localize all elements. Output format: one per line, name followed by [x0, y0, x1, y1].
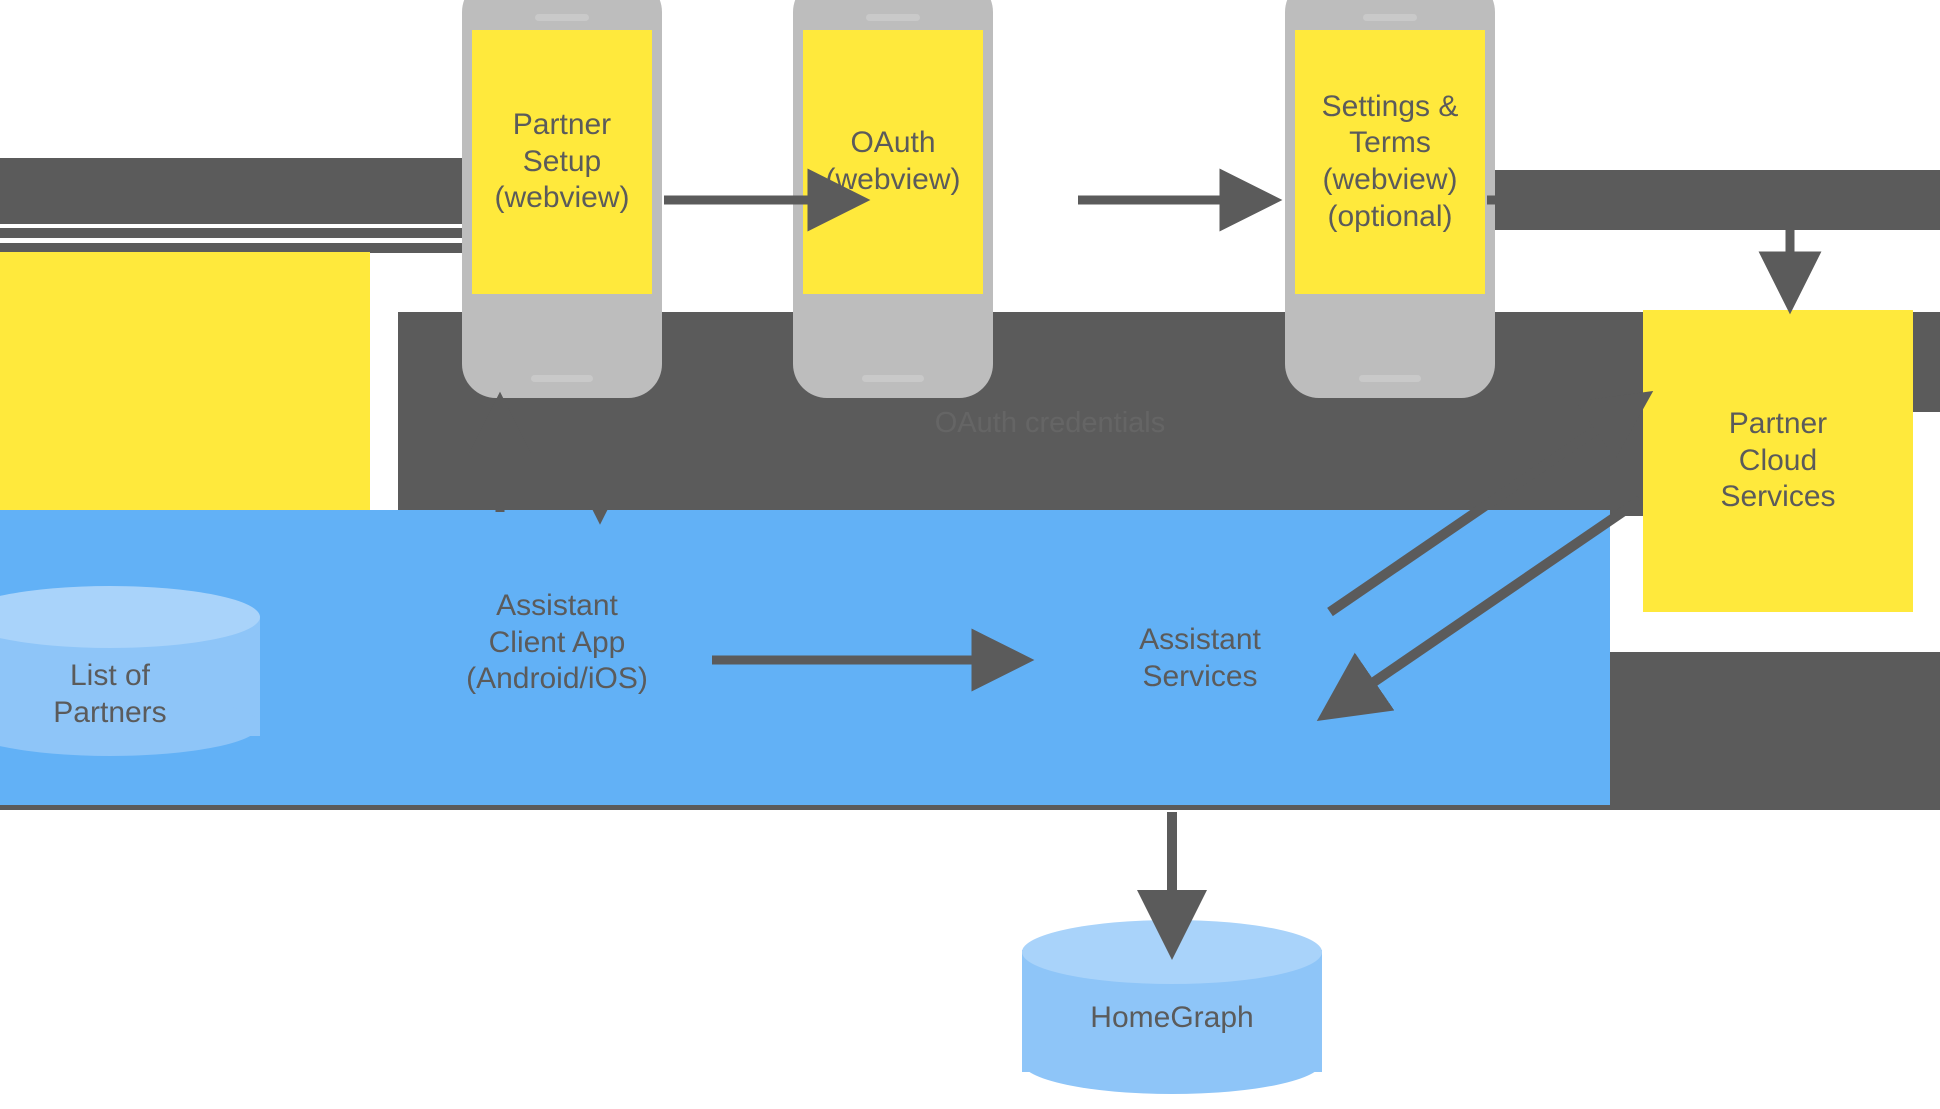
list-of-partners-db: List of Partners — [0, 586, 260, 766]
phone-home-icon — [862, 375, 924, 382]
homegraph-label: HomeGraph — [1090, 1001, 1254, 1034]
partner-cloud-services-label: Partner Cloud Services — [1720, 407, 1836, 514]
oauth-credentials-edge-label: OAuth credentials — [934, 407, 1166, 439]
list-of-partners-label: List of Partners — [53, 659, 167, 729]
webview-settings-terms-label: Settings & Terms (webview) (optional) — [1321, 89, 1459, 233]
webview-partner-setup-label: Partner Setup (webview) — [494, 108, 630, 215]
db-top-ellipse — [0, 586, 260, 648]
dark-band-upper-left-thin-1 — [0, 228, 462, 238]
db-bottom-ellipse — [1022, 1030, 1322, 1094]
phone-speaker-icon — [1363, 14, 1417, 21]
phone-speaker-icon — [866, 14, 920, 21]
webview-partner-setup[interactable]: Partner Setup (webview) — [472, 30, 652, 294]
webview-oauth-label: OAuth (webview) — [825, 126, 961, 196]
dark-band-upper-left — [0, 158, 462, 224]
assistant-services-label: Assistant Services — [1139, 623, 1261, 693]
db-bottom-ellipse — [0, 694, 260, 756]
homegraph-db: HomeGraph — [1022, 920, 1322, 1105]
phone-home-icon — [531, 375, 593, 382]
db-top-ellipse — [1022, 920, 1322, 984]
phone-speaker-icon — [535, 14, 589, 21]
dark-band-upper-left-thin-2 — [0, 243, 462, 253]
webview-settings-terms[interactable]: Settings & Terms (webview) (optional) — [1295, 30, 1485, 294]
webview-oauth[interactable]: OAuth (webview) — [803, 30, 983, 294]
assistant-client-app-label: Assistant Client App (Android/iOS) — [466, 589, 648, 696]
partner-cloud-services-box: Partner Cloud Services — [1643, 310, 1913, 612]
dark-band-mid-right — [1440, 170, 1940, 230]
phone-home-icon — [1359, 375, 1421, 382]
